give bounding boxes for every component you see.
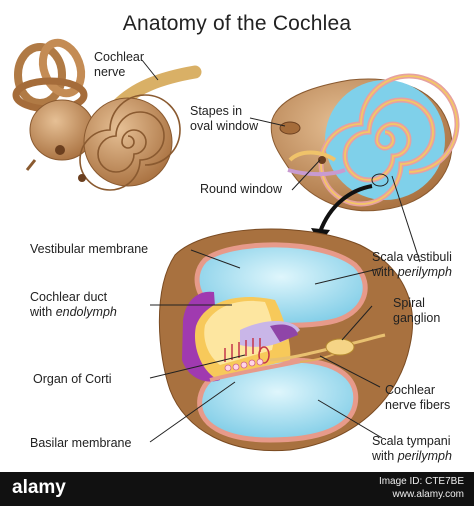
label-basilar-membrane: Basilar membrane [30, 436, 132, 450]
alamy-watermark: alamy [12, 477, 66, 498]
leader-cochlear-nerve-fibers [319, 355, 381, 388]
cochlea-section-illustration [270, 73, 460, 212]
stock-footer-bar: alamy Image ID: CTE7BE www.alamy.com [0, 472, 474, 506]
page-title: Anatomy of the Cochlea [122, 12, 352, 35]
label-cochlear-duct: Cochlear duct with endolymph [30, 290, 117, 319]
label-scala-tympani: Scala tympani with perilymph [372, 434, 452, 463]
image-id-block: Image ID: CTE7BE www.alamy.com [378, 476, 464, 500]
label-scala-vestibuli: Scala vestibuli with perilymph [372, 250, 452, 279]
zoom-arrow [318, 184, 373, 233]
leader-scala-vestibuli [314, 267, 383, 285]
label-vestibular-membrane: Vestibular membrane [30, 242, 149, 256]
label-organ-of-corti: Organ of Corti [33, 372, 112, 386]
leader-round-window [291, 159, 321, 191]
label-round-window: Round window [200, 182, 282, 196]
leader-scala-vestibuli-top [391, 175, 421, 263]
cochlear-duct-cross-section [158, 228, 414, 452]
leader-basilar-membrane [149, 381, 236, 443]
leader-spiral-ganglion [341, 305, 373, 341]
leader-scala-tympani [317, 399, 383, 439]
leader-cochlear-nerve [141, 59, 159, 81]
leader-organ-of-corti [149, 354, 246, 379]
inner-ear-illustration [12, 38, 202, 191]
leader-stapes [249, 117, 286, 127]
leader-vestibular-membrane [190, 249, 241, 269]
